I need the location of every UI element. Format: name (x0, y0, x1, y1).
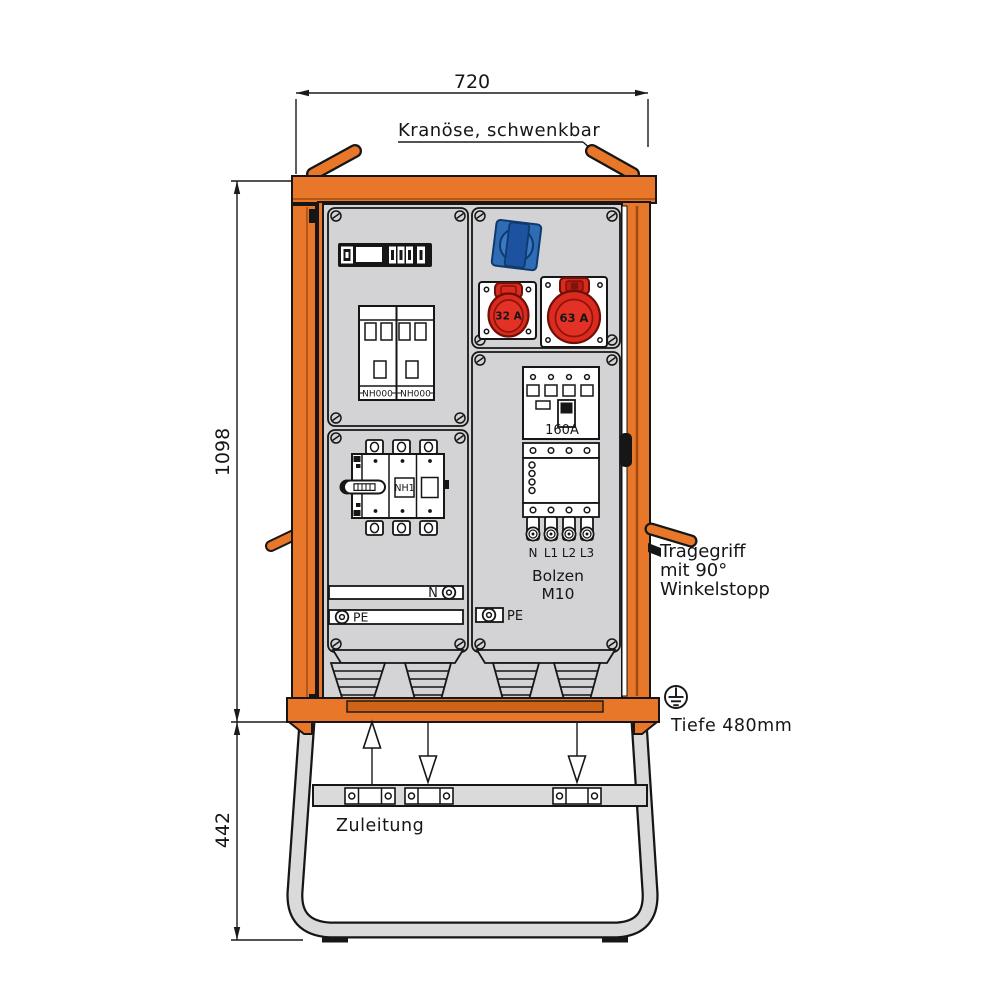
nh1-fuse-switch: NH1 (339, 439, 449, 536)
nh000-fuse-switch: NH000 NH000 (358, 305, 435, 401)
busbar-n: N (328, 585, 464, 601)
gland-flanges (331, 649, 617, 664)
crane-label-text: Kranöse, schwenkbar (398, 120, 600, 141)
cable-rail (312, 784, 648, 807)
socket-63a-label: 63 A (560, 311, 589, 325)
terminal-label-n: N (529, 546, 538, 560)
bolt-note: Bolzen M10 (532, 567, 584, 603)
cable-clamp-1 (344, 787, 396, 805)
crane-eye-left (306, 144, 362, 181)
terminal-label-l1: L1 (544, 546, 558, 560)
cable-gland-2 (403, 662, 453, 708)
crane-label: Kranöse, schwenkbar (398, 120, 600, 152)
cable-clamp-2 (404, 787, 454, 805)
carry-handle-left (265, 529, 300, 552)
stand-tube-frame (286, 720, 659, 943)
bolt-note-line1: Bolzen (532, 567, 584, 585)
stand-foot-left (322, 936, 348, 943)
cee-socket-32a: 32 A (478, 281, 537, 340)
bolt-note-line2: M10 (541, 585, 574, 603)
rcd-mcb-unit (338, 243, 432, 267)
cable-clamp-3 (552, 787, 602, 805)
terminal-label-l3: L3 (580, 546, 594, 560)
breaker-160a: 160A (522, 366, 600, 518)
dimension-width: 720 (295, 71, 649, 174)
nh000-label-right: NH000 (400, 390, 431, 400)
busbar-pe-right-label: PE (507, 609, 523, 624)
crane-eye-right (585, 144, 640, 181)
supply-label: Zuleitung (336, 816, 424, 836)
socket-32a-label: 32 A (495, 311, 522, 323)
nh000-label-left: NH000 (362, 390, 393, 400)
dim-base-value: 442 (212, 812, 234, 848)
depth-label: Tiefe 480mm (670, 716, 792, 736)
breaker-label: 160A (545, 423, 579, 438)
cee-socket-blue (490, 218, 543, 272)
door-hinge-top (309, 209, 317, 223)
door-latch (620, 433, 632, 467)
arrow-up (362, 719, 382, 749)
handle-note-line1: Tragegriff (659, 541, 746, 562)
dim-arrow-right (635, 89, 648, 97)
handle-note-line2: mit 90° (660, 560, 727, 581)
dim-width-value: 720 (454, 71, 490, 93)
supply-arrows (362, 719, 587, 785)
handle-note-line3: Winkelstopp (660, 579, 770, 600)
cabinet-base (286, 697, 660, 735)
outgoing-terminals: N L1 L2 L3 (525, 516, 595, 560)
stand-foot-right (602, 936, 628, 943)
busbar-pe-left-label: PE (353, 610, 369, 625)
arrow-down-1 (418, 755, 438, 785)
cabinet-door-left (291, 204, 317, 716)
carry-handle-right (644, 522, 698, 557)
arrow-down-2 (567, 755, 587, 785)
nh1-label: NH1 (394, 483, 414, 494)
busbar-n-label: N (428, 586, 438, 601)
dimension-base: 442 (212, 722, 303, 941)
handle-note: Tragegriff mit 90° Winkelstopp (659, 541, 770, 600)
terminal-label-l2: L2 (562, 546, 576, 560)
dimension-height: 1098 (212, 180, 299, 723)
busbar-pe-left: PE (328, 609, 464, 625)
dim-arrow-left (296, 89, 309, 97)
earth-symbol (664, 685, 688, 709)
cee-socket-63a: 63 A (540, 276, 608, 348)
busbar-pe-right: PE (475, 607, 523, 624)
handle-bracket (648, 543, 661, 557)
dim-height-value: 1098 (212, 428, 234, 476)
